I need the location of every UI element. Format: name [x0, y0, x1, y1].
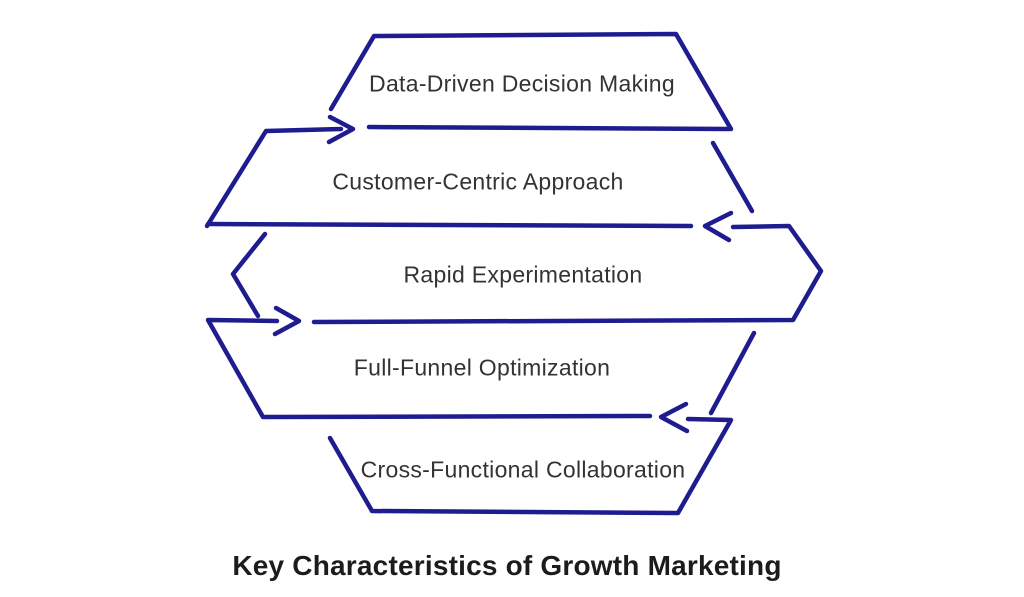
right-diagonal-bottom	[708, 330, 757, 416]
step-label-data-driven-decision-making: Data-Driven Decision Making	[369, 70, 675, 97]
diagram-title: Key Characteristics of Growth Marketing	[232, 550, 782, 581]
row2-bottom-line	[205, 221, 694, 229]
right-diagonal-top	[710, 140, 755, 214]
left-chevron	[230, 231, 268, 319]
arrowhead-left-icon	[702, 210, 734, 243]
right-bulge-and-row3-bottom	[311, 223, 824, 325]
left-connector-top	[204, 126, 344, 229]
row5-border	[327, 416, 734, 516]
arrow-strokes	[204, 31, 824, 516]
row1-border	[328, 31, 734, 132]
arrowhead-right-icon	[326, 114, 356, 145]
step-label-rapid-experimentation: Rapid Experimentation	[403, 261, 643, 288]
row4-border	[205, 317, 653, 420]
row1-bottom-line	[366, 124, 732, 132]
step-label-cross-functional-collaboration: Cross-Functional Collaboration	[360, 456, 686, 483]
arrowhead-right-icon	[272, 305, 302, 337]
arrowhead-left-icon	[658, 401, 690, 434]
step-label-full-funnel-optimization: Full-Funnel Optimization	[353, 354, 611, 381]
step-label-customer-centric-approach: Customer-Centric Approach	[332, 168, 624, 195]
